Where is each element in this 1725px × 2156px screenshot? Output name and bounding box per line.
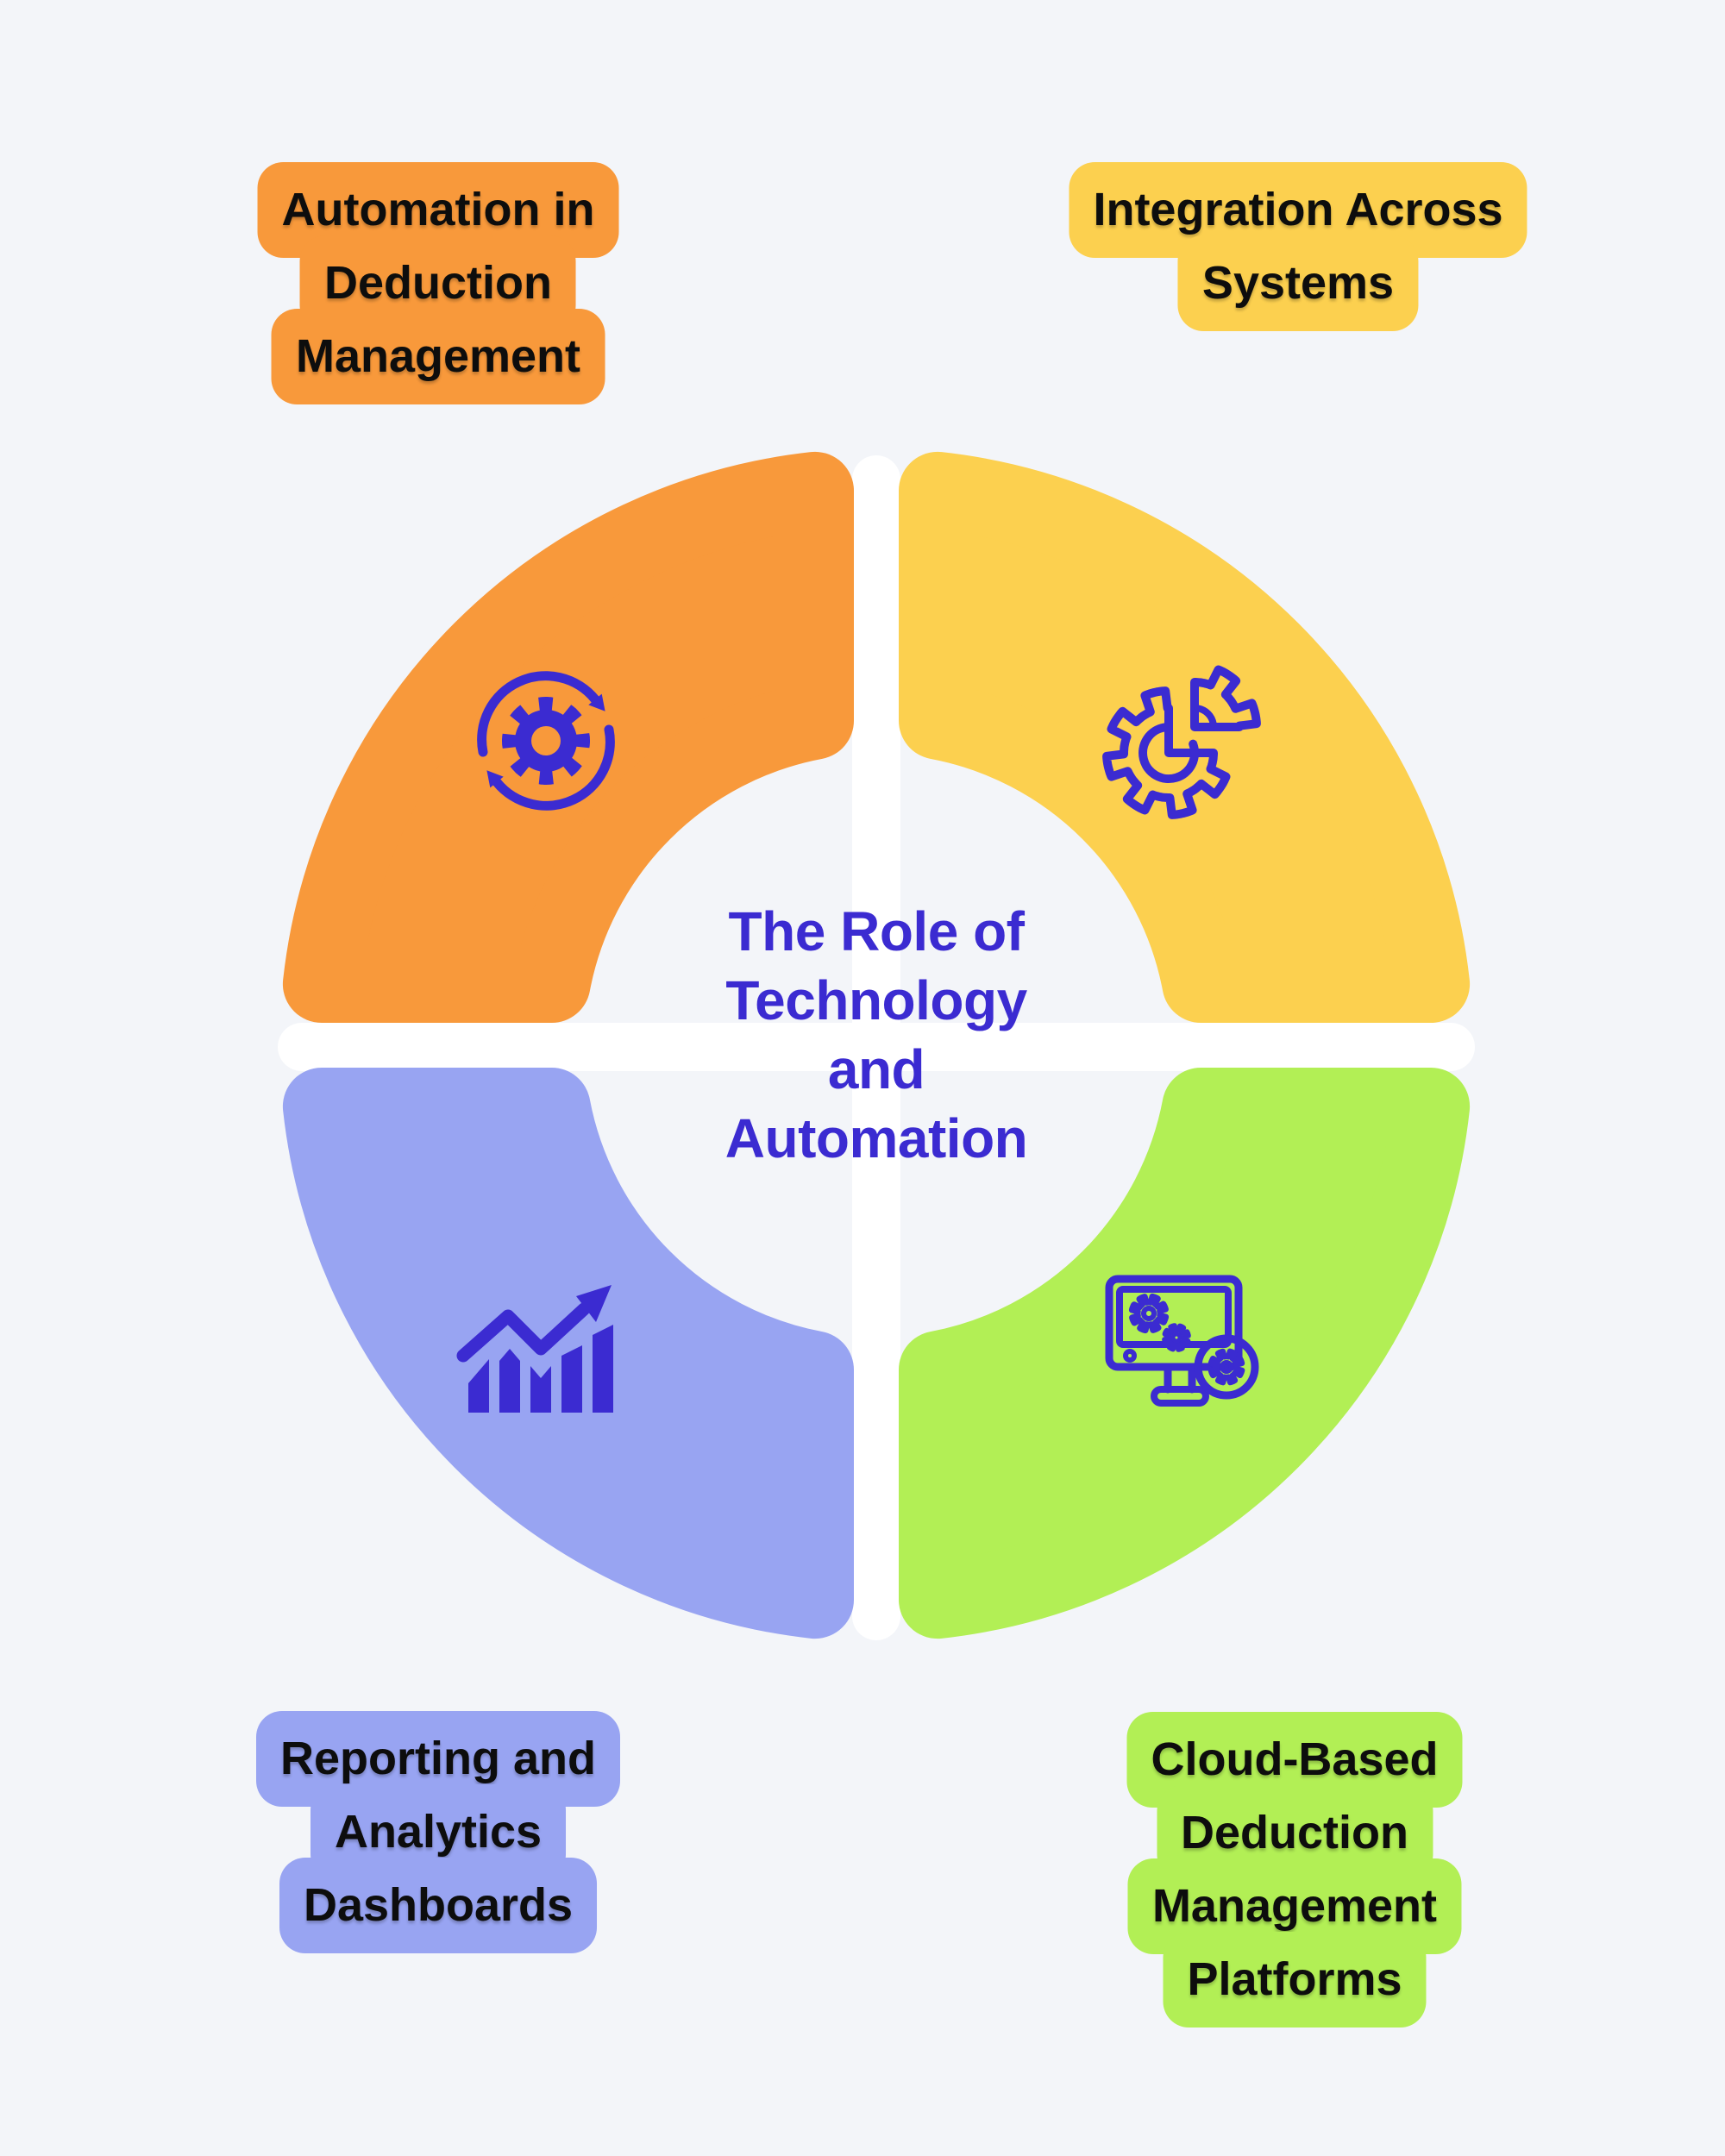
monitor-gears-icon bbox=[1105, 1275, 1259, 1407]
growth-chart-icon bbox=[456, 1285, 613, 1413]
badge-gear bbox=[1208, 1348, 1245, 1386]
gear-glyph bbox=[502, 697, 590, 785]
trend-arrowhead bbox=[576, 1285, 612, 1322]
bar-5 bbox=[593, 1325, 613, 1413]
screen-gear-large-hub bbox=[1141, 1306, 1157, 1321]
gear-slice-outline bbox=[1190, 665, 1261, 731]
label-line: Dashboards bbox=[279, 1858, 598, 1953]
bar-1 bbox=[468, 1359, 489, 1413]
gear-inner-arc bbox=[1138, 723, 1199, 784]
gear-outline bbox=[1102, 686, 1231, 819]
monitor-stand bbox=[1164, 1363, 1196, 1394]
screen-gear-small-hub bbox=[1170, 1332, 1182, 1344]
badge-gear-hub bbox=[1220, 1360, 1233, 1374]
label-line: Automation bbox=[724, 1107, 1028, 1169]
sync-arrow-top-arc bbox=[477, 671, 600, 757]
bar-2 bbox=[499, 1349, 520, 1413]
label-line: Systems bbox=[1177, 235, 1419, 331]
ring-gap-horizontal-band bbox=[278, 1023, 1475, 1071]
slice-inner-arc bbox=[1194, 705, 1217, 728]
gear-badge-circle bbox=[1194, 1334, 1259, 1400]
label-line: Platforms bbox=[1163, 1932, 1427, 2028]
gear-pie-icon bbox=[1102, 665, 1261, 819]
bar-3 bbox=[530, 1366, 551, 1413]
sync-arrowhead-bottom bbox=[486, 770, 504, 788]
monitor-base bbox=[1151, 1386, 1209, 1407]
screen-gear-large bbox=[1128, 1293, 1170, 1334]
label-line: Technology bbox=[725, 969, 1027, 1031]
sync-gear-icon bbox=[477, 671, 615, 811]
bar-4 bbox=[561, 1345, 582, 1413]
power-light bbox=[1123, 1349, 1137, 1363]
sync-arrow-bottom-arc bbox=[492, 724, 615, 811]
label-line: Management bbox=[271, 309, 605, 404]
label-line: The Role of bbox=[728, 900, 1025, 962]
segment-integration-across-systems bbox=[899, 451, 1471, 1023]
monitor-frame bbox=[1105, 1275, 1243, 1371]
screen-gear-small bbox=[1162, 1323, 1191, 1352]
label-line: and bbox=[827, 1038, 925, 1100]
sync-arrowhead-top bbox=[588, 693, 605, 711]
segment-cloud-platforms bbox=[899, 1068, 1471, 1639]
trend-line bbox=[456, 1302, 591, 1363]
